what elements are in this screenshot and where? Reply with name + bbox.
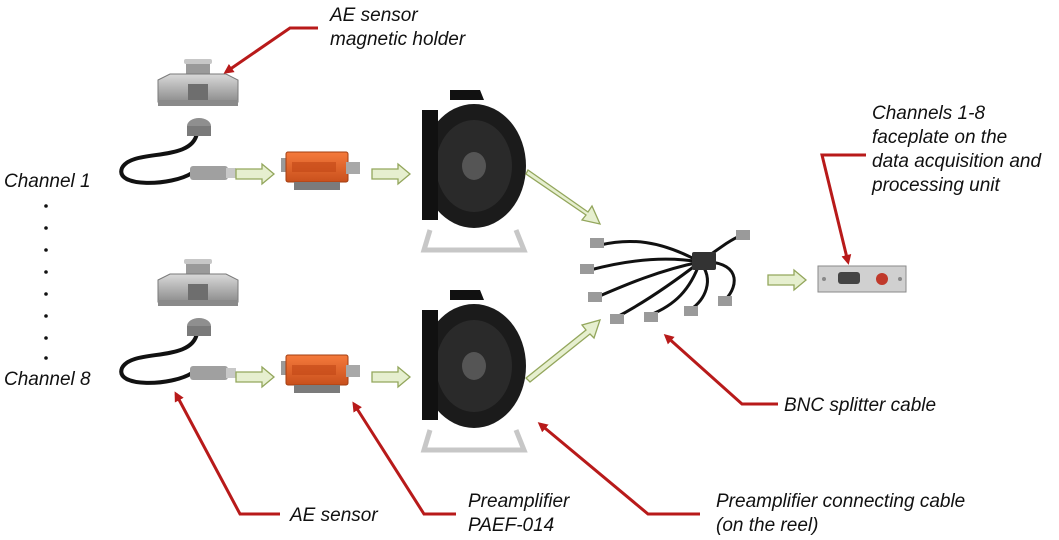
callout-arrow-holder [223, 26, 318, 74]
callout-arrow-sensor [174, 391, 280, 516]
cable-reel-bottom [422, 290, 526, 450]
flow-arrow-reel-to-splitter-8 [525, 319, 602, 383]
flow-arrow-preamp-to-reel-1 [371, 163, 411, 185]
label-line: faceplate on the [872, 127, 1008, 148]
label-line: PAEF-014 [468, 515, 555, 536]
flow-arrow-splitter-to-faceplate [767, 269, 807, 291]
label-line: Preamplifier [468, 491, 570, 512]
preamplifier-bottom [280, 354, 361, 394]
label-line: AE sensor [330, 5, 418, 26]
label-faceplate: Channels 1-8 faceplate on the data acqui… [872, 102, 1041, 198]
callout-arrow-splitter [663, 333, 778, 406]
label-channel-1: Channel 1 [4, 171, 91, 192]
flow-arrow-sensor-to-preamp-8 [235, 366, 275, 388]
cable-reel-top [422, 90, 526, 250]
label-line: data acquisition and [872, 151, 1042, 172]
magnetic-holder-bottom [157, 258, 239, 307]
label-line: Preamplifier connecting cable [716, 491, 966, 512]
label-magnetic-holder: AE sensor magnetic holder [330, 4, 465, 52]
callout-arrow-preamp [352, 401, 456, 516]
label-preamplifier: Preamplifier PAEF-014 [468, 490, 569, 538]
label-reel-cable: Preamplifier connecting cable (on the re… [716, 490, 965, 538]
bnc-splitter-cable [580, 230, 750, 324]
magnetic-holder-top [157, 58, 239, 107]
label-line: processing unit [872, 175, 1000, 196]
sensor-cable-top [119, 116, 238, 185]
faceplate [817, 265, 907, 293]
label-line: (on the reel) [716, 515, 819, 536]
preamplifier-top [280, 151, 361, 191]
label-channel-8: Channel 8 [4, 369, 91, 390]
label-ae-sensor: AE sensor [290, 505, 378, 526]
label-line: Channels 1-8 [872, 103, 986, 124]
channel-ellipsis [44, 204, 48, 360]
callout-arrow-reel [537, 422, 700, 516]
sensor-cable-bottom [119, 316, 238, 385]
label-bnc-splitter: BNC splitter cable [784, 395, 937, 416]
flow-arrow-preamp-to-reel-8 [371, 366, 411, 388]
flow-arrow-sensor-to-preamp-1 [235, 163, 275, 185]
flow-arrow-reel-to-splitter-1 [525, 169, 602, 225]
callout-arrow-faceplate [820, 153, 866, 265]
label-line: magnetic holder [330, 29, 466, 50]
